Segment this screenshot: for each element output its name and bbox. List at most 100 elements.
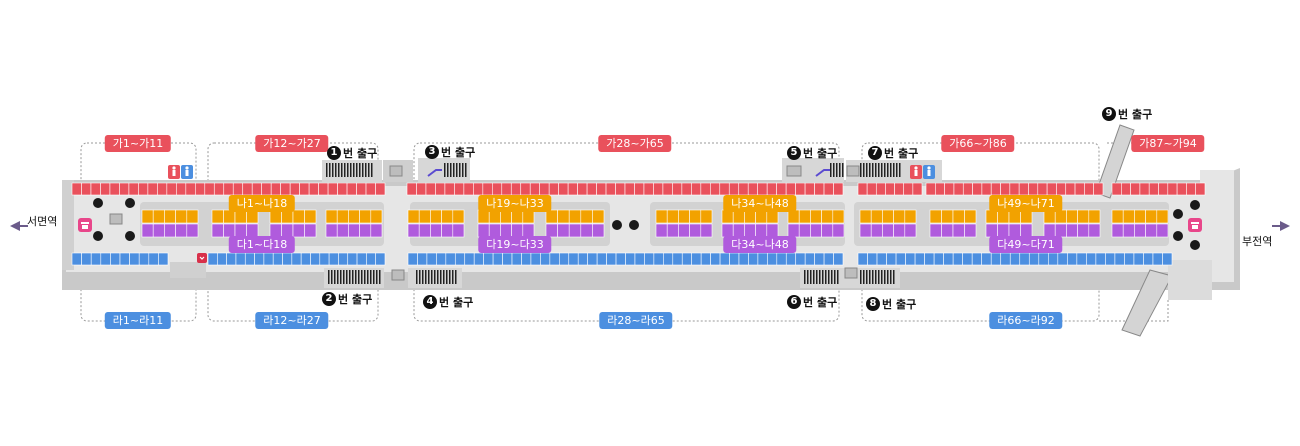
zone-da-4[interactable]: 다49~다71: [989, 236, 1063, 253]
shop-ga[interactable]: [719, 182, 730, 196]
shop-ra[interactable]: [71, 252, 82, 266]
shop-da[interactable]: [211, 223, 224, 238]
shop-ra[interactable]: [148, 252, 159, 266]
shop-ga[interactable]: [242, 182, 253, 196]
shop-ra[interactable]: [962, 252, 973, 266]
shop-ga[interactable]: [586, 182, 597, 196]
shop-ga[interactable]: [1130, 182, 1141, 196]
shop-na[interactable]: [700, 209, 713, 224]
shop-ra[interactable]: [1009, 252, 1021, 266]
shop-ra[interactable]: [235, 252, 246, 266]
zone-da-1[interactable]: 다1~다18: [228, 236, 296, 253]
shop-ga[interactable]: [700, 182, 711, 196]
shop-ga[interactable]: [776, 182, 787, 196]
shop-na[interactable]: [164, 209, 176, 224]
shop-na[interactable]: [557, 209, 570, 224]
shop-ga[interactable]: [1139, 182, 1150, 196]
shop-ga[interactable]: [308, 182, 319, 196]
shop-da[interactable]: [952, 223, 965, 238]
shop-ga[interactable]: [935, 182, 945, 196]
shop-na[interactable]: [292, 209, 305, 224]
shop-ra[interactable]: [426, 252, 437, 266]
shop-ra[interactable]: [436, 252, 447, 266]
shop-ra[interactable]: [138, 252, 150, 266]
shop-ra[interactable]: [857, 252, 868, 266]
shop-ra[interactable]: [748, 252, 759, 266]
zone-na-3[interactable]: 나34~나48: [723, 195, 797, 212]
shop-ra[interactable]: [981, 252, 992, 266]
shop-ra[interactable]: [558, 252, 570, 266]
shop-na[interactable]: [568, 209, 582, 224]
zone-na-4[interactable]: 나49~나71: [989, 195, 1063, 212]
shop-na[interactable]: [1156, 209, 1169, 224]
shop-ga[interactable]: [662, 182, 673, 196]
shop-ra[interactable]: [445, 252, 456, 266]
zone-na-1[interactable]: 나1~나18: [228, 195, 296, 212]
shop-ra[interactable]: [990, 252, 1002, 266]
zone-ra-4[interactable]: 라66~라92: [989, 312, 1063, 329]
shop-na[interactable]: [441, 209, 454, 224]
shop-na[interactable]: [592, 209, 605, 224]
shop-ra[interactable]: [634, 252, 645, 266]
shop-ra[interactable]: [615, 252, 626, 266]
shop-ga[interactable]: [944, 182, 955, 196]
shop-da[interactable]: [292, 223, 305, 238]
shop-ga[interactable]: [634, 182, 645, 196]
shop-ga[interactable]: [491, 182, 503, 196]
shop-ra[interactable]: [596, 252, 607, 266]
shop-na[interactable]: [1111, 209, 1124, 224]
shop-ga[interactable]: [804, 182, 815, 196]
shop-ra[interactable]: [663, 252, 674, 266]
shop-ra[interactable]: [914, 252, 925, 266]
shop-ga[interactable]: [596, 182, 607, 196]
shop-ga[interactable]: [289, 182, 300, 196]
zone-ra-1[interactable]: 라1~라11: [104, 312, 172, 329]
shop-ga[interactable]: [681, 182, 692, 196]
shop-ra[interactable]: [502, 252, 513, 266]
shop-ga[interactable]: [1148, 182, 1159, 196]
shop-ga[interactable]: [318, 182, 329, 196]
shop-da[interactable]: [655, 223, 668, 238]
shop-da[interactable]: [452, 223, 465, 238]
shop-ra[interactable]: [1133, 252, 1144, 266]
shop-ra[interactable]: [356, 252, 367, 266]
shop-na[interactable]: [655, 209, 668, 224]
shop-ga[interactable]: [406, 182, 417, 196]
shop-na[interactable]: [418, 209, 431, 224]
shop-da[interactable]: [141, 223, 154, 238]
shop-ga[interactable]: [454, 182, 465, 196]
shop-ra[interactable]: [347, 252, 358, 266]
shop-ga[interactable]: [375, 182, 386, 196]
shop-ra[interactable]: [483, 252, 494, 266]
shop-da[interactable]: [441, 223, 454, 238]
shop-ga[interactable]: [482, 182, 493, 196]
shop-na[interactable]: [211, 209, 224, 224]
shop-ra[interactable]: [263, 252, 274, 266]
shop-na[interactable]: [929, 209, 942, 224]
shop-ra[interactable]: [407, 252, 418, 266]
shop-ga[interactable]: [138, 182, 149, 196]
shop-na[interactable]: [689, 209, 702, 224]
shop-na[interactable]: [798, 209, 811, 224]
shop-ra[interactable]: [1067, 252, 1078, 266]
zone-na-2[interactable]: 나19~나33: [478, 195, 552, 212]
shop-na[interactable]: [348, 209, 360, 224]
shop-ga[interactable]: [128, 182, 139, 196]
shop-ra[interactable]: [876, 252, 887, 266]
shop-ra[interactable]: [653, 252, 664, 266]
shop-na[interactable]: [1134, 209, 1146, 224]
shop-da[interactable]: [882, 223, 894, 238]
shop-ga[interactable]: [270, 182, 281, 196]
shop-da[interactable]: [568, 223, 582, 238]
shop-ra[interactable]: [823, 252, 834, 266]
shop-ga[interactable]: [709, 182, 721, 196]
shop-ra[interactable]: [1105, 252, 1116, 266]
shop-da[interactable]: [1134, 223, 1146, 238]
zone-ga-3[interactable]: 가28~가65: [598, 135, 672, 152]
zone-ga-5[interactable]: 가87~가94: [1131, 135, 1205, 152]
shop-ra[interactable]: [587, 252, 598, 266]
shop-na[interactable]: [666, 209, 679, 224]
shop-na[interactable]: [952, 209, 965, 224]
